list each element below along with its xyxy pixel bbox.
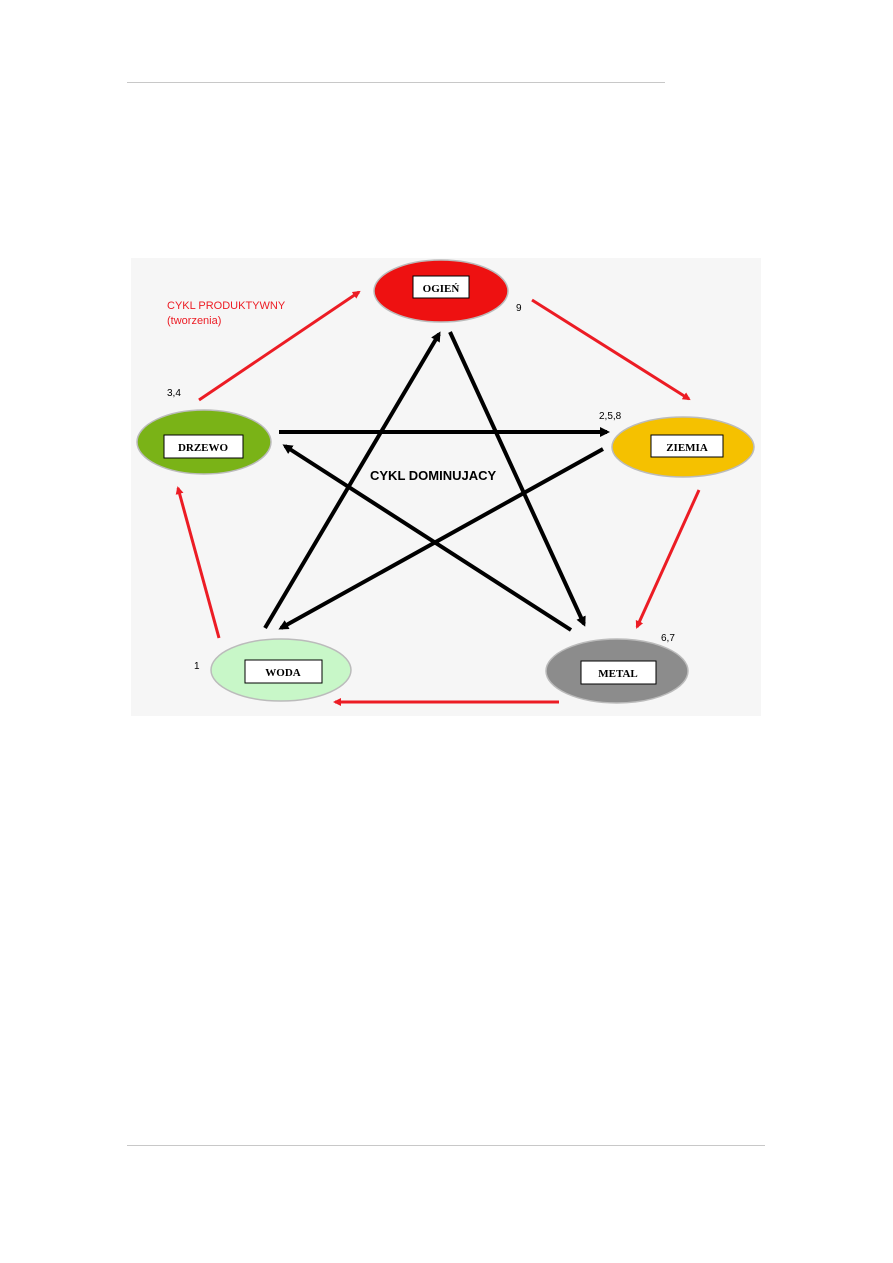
node-metal-box (580, 660, 657, 685)
productive-cycle-sublabel: (tworzenia) (167, 315, 221, 327)
node-woda: WODA 1 (194, 638, 352, 702)
node-ziemia-box (650, 434, 724, 458)
arrow-ogien-to-ziemia (531, 298, 691, 401)
node-ogien-number: 9 (516, 303, 522, 314)
arrow-metal-to-drzewo (282, 444, 573, 632)
productive-cycle-label: CYKL PRODUKTYWNY (167, 300, 286, 312)
arrow-ziemia-to-metal (635, 489, 701, 629)
node-drzewo: DRZEWO 3,4 (136, 388, 272, 475)
node-drzewo-number: 3,4 (167, 388, 181, 399)
node-woda-label: WODA (265, 667, 301, 679)
diagram-background (131, 258, 761, 716)
node-metal-label: METAL (598, 668, 638, 680)
node-ziemia: ZIEMIA 2,5,8 (599, 411, 755, 478)
node-metal: METAL 6,7 (545, 633, 689, 704)
header-rule (127, 82, 665, 83)
arrow-drzewo-to-ogien (198, 290, 361, 402)
arrow-ogien-to-metal (448, 331, 586, 627)
five-elements-diagram: CYKL PRODUKTYWNY (tworzenia) CYKL DOMINU… (131, 258, 761, 716)
node-ogien-label: OGIEŃ (423, 283, 460, 295)
node-ziemia-number: 2,5,8 (599, 411, 622, 422)
node-metal-number: 6,7 (661, 633, 675, 644)
node-drzewo-box (163, 434, 244, 459)
arrow-woda-to-drzewo (175, 486, 221, 639)
footer-rule (127, 1145, 765, 1146)
productive-cycle (175, 290, 701, 706)
node-woda-box (244, 659, 323, 684)
node-drzewo-label: DRZEWO (178, 442, 229, 454)
arrow-ziemia-to-woda (278, 447, 604, 630)
arrow-woda-to-ogien (263, 331, 441, 630)
dominating-cycle-label: CYKL DOMINUJACY (370, 468, 496, 483)
node-ogien-box (412, 275, 470, 299)
node-ogien: OGIEŃ 9 (373, 259, 522, 323)
node-ziemia-label: ZIEMIA (666, 442, 708, 454)
node-woda-number: 1 (194, 661, 200, 672)
dominating-cycle (263, 331, 610, 632)
